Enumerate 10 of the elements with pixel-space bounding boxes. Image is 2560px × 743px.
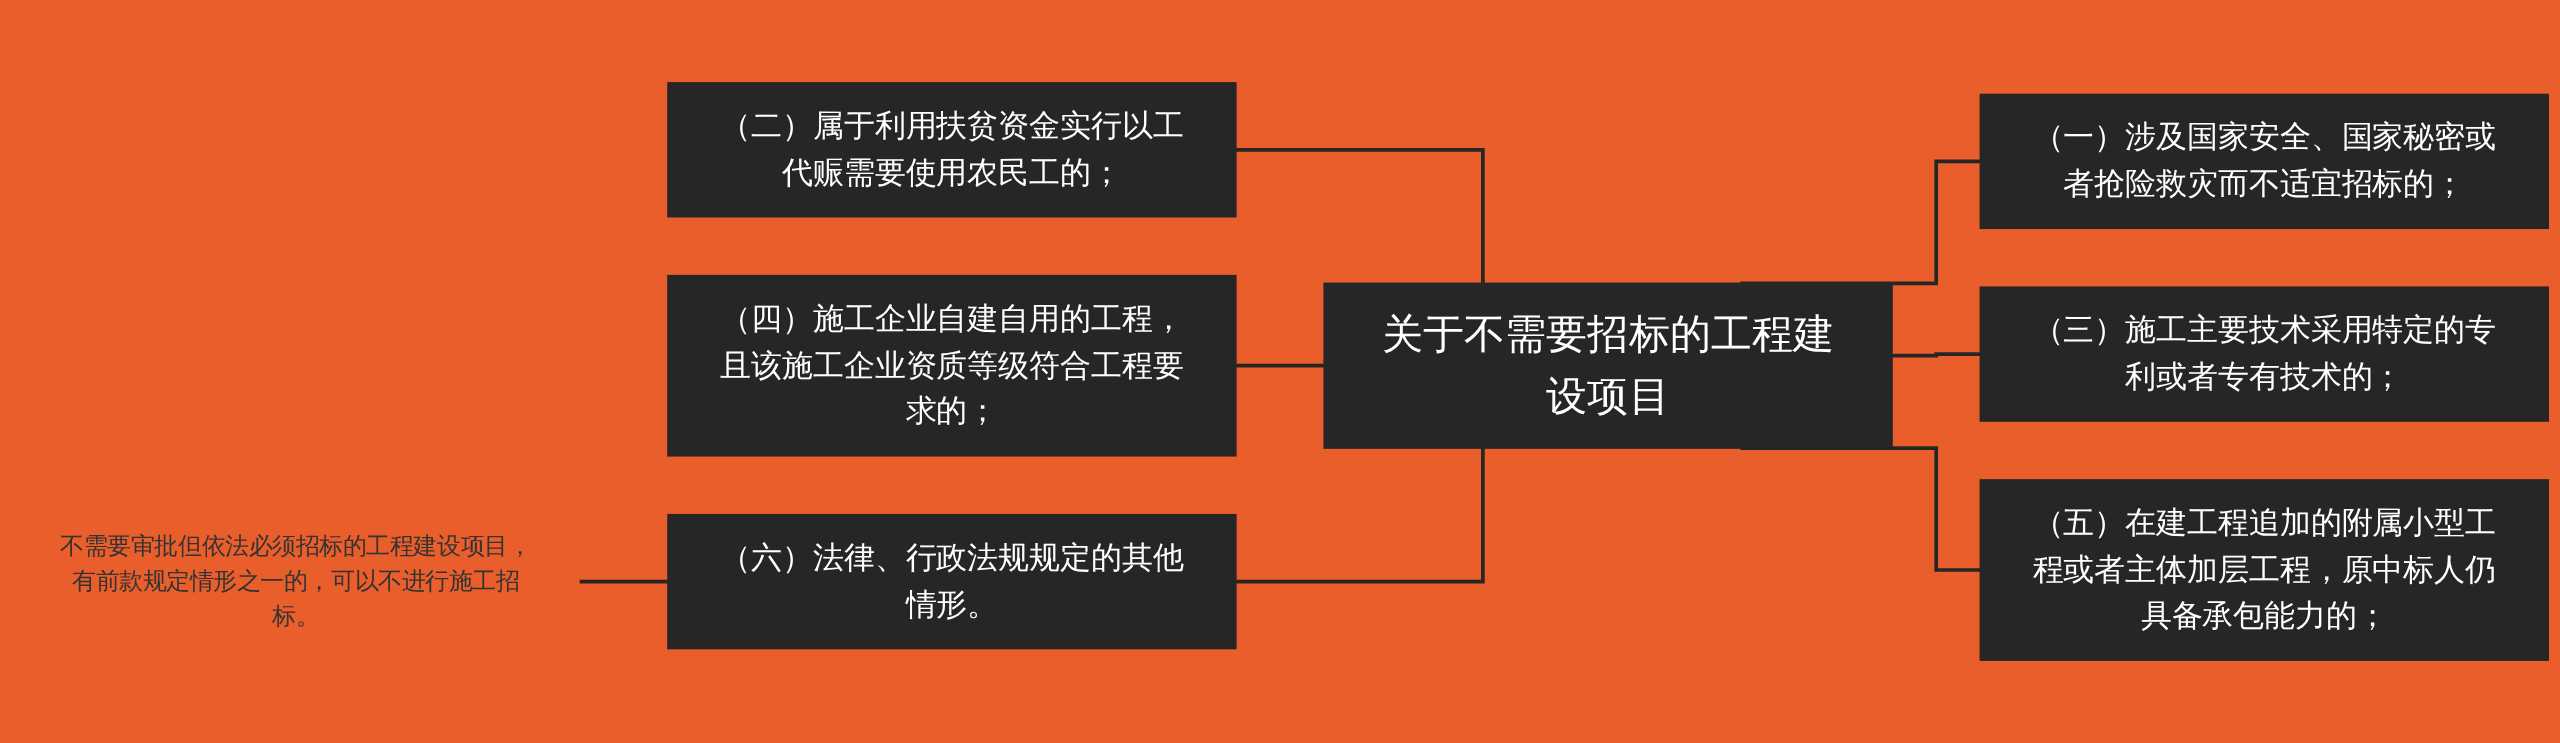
node-box: （五）在建工程追加的附属小型工程或者主体加层工程，原中标人仍具备承包能力的； [1979, 479, 2549, 661]
node-box: 关于不需要招标的工程建设项目 [1323, 282, 1893, 449]
connector [1235, 448, 1485, 584]
node-box: （四）施工企业自建自用的工程，且该施工企业资质等级符合工程要求的； [667, 274, 1237, 457]
node-box: （一）涉及国家安全、国家秘密或者抢险救灾而不适宜招标的； [1979, 93, 2549, 230]
node-box: （二）属于利用扶贫资金实行以工代赈需要使用农民工的； [667, 82, 1237, 218]
node-text: 不需要审批但依法必须招标的工程建设项目，有前款规定情形之一的，可以不进行施工招标。 [60, 531, 532, 631]
node-box: （六）法律、行政法规规定的其他情形。 [667, 513, 1237, 650]
node-box: （三）施工主要技术采用特定的专利或者专有技术的； [1979, 286, 2549, 422]
connector [1235, 147, 1485, 284]
